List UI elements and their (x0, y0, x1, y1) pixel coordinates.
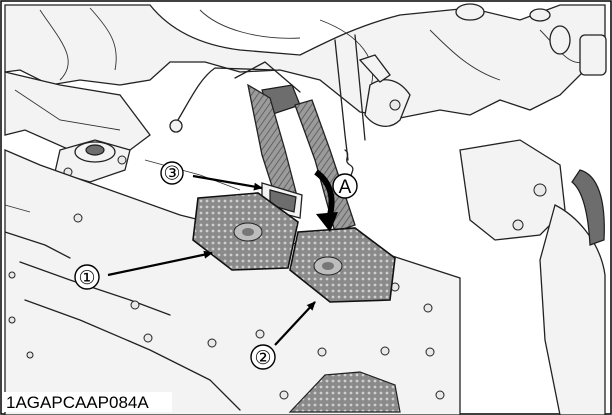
left-brake-pedal (192, 192, 299, 271)
callout-labels: ③ ① ② A (74, 161, 358, 370)
callout-A: A (339, 177, 352, 198)
callout-3: ③ (163, 164, 180, 185)
callout-2: ② (254, 348, 271, 369)
accelerator-pedal-edge (288, 371, 401, 413)
right-brake-pedal (289, 227, 396, 303)
direction-arrow-A-head (316, 212, 338, 232)
callout-leaders (107, 169, 338, 346)
leader-line-2 (274, 301, 316, 346)
upper-housing (4, 3, 607, 127)
leader-line-3 (192, 174, 263, 191)
callout-1: ① (78, 268, 95, 289)
left-console (4, 71, 151, 183)
leader-line-1 (107, 250, 213, 277)
right-bracket (459, 139, 606, 415)
image-code-label: 1AGAPCAAP084A (6, 393, 149, 412)
